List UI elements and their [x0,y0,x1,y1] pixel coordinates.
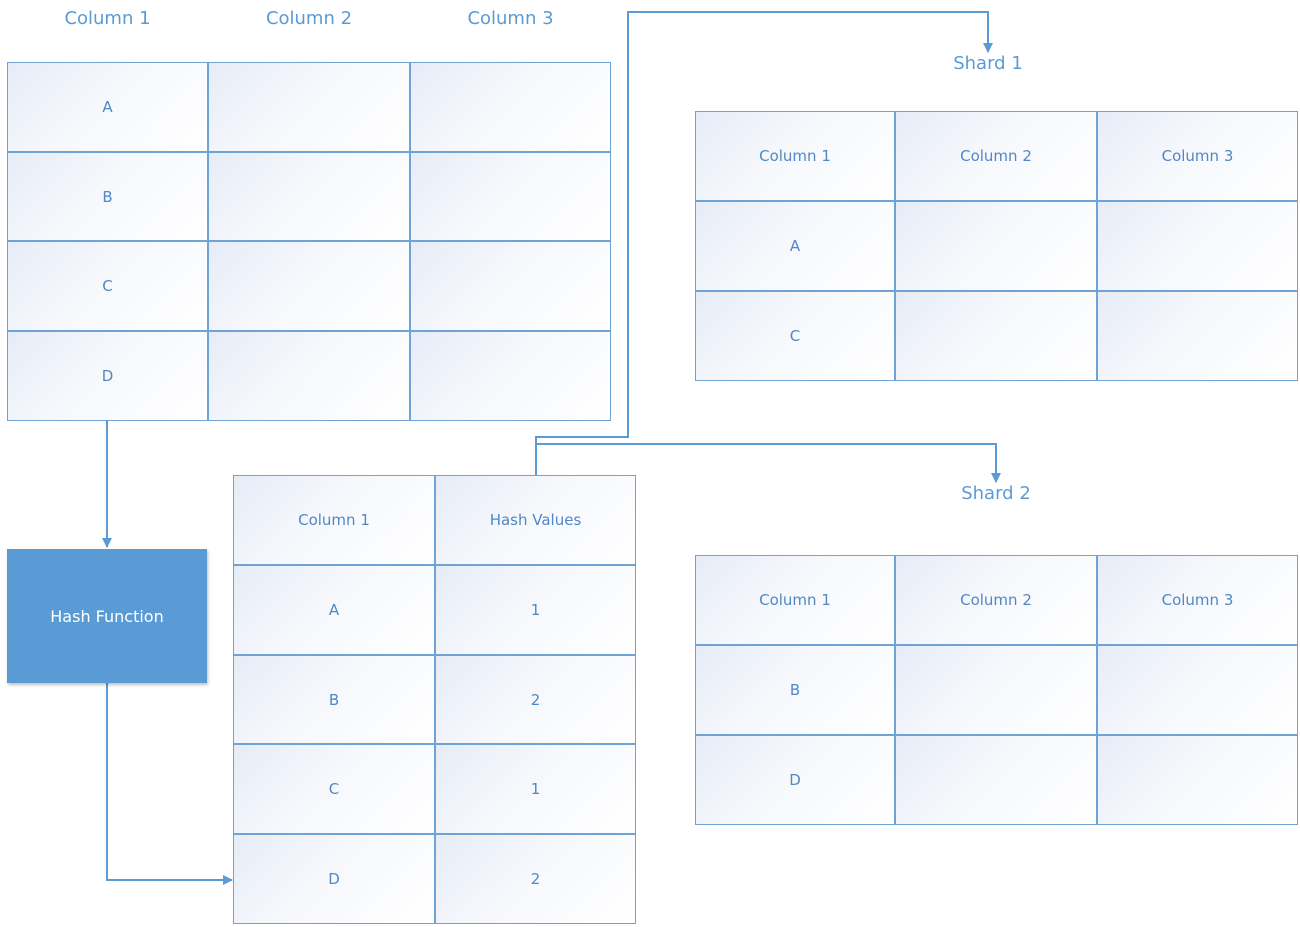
hash-table-value-a: 1 [435,565,636,655]
hash-table-value-d: 2 [435,834,636,924]
shard-2-header-column-1: Column 1 [695,555,895,645]
source-cell-c-col3 [410,241,611,331]
source-cell-b-col2 [208,152,410,241]
hash-table-cell-d: D [233,834,435,924]
shard-2-header-column-3: Column 3 [1097,555,1298,645]
shard-2-cell-d-col3 [1097,735,1298,825]
hash-function-box: Hash Function [7,549,207,683]
source-cell-d-col2 [208,331,410,421]
hash-table-value-b: 2 [435,655,636,744]
source-cell-b-col3 [410,152,611,241]
hash-table-cell-b: B [233,655,435,744]
shard-2-title: Shard 2 [961,483,1031,504]
shard-1-cell-a-col1: A [695,201,895,291]
source-cell-a-col1: A [7,62,208,152]
connector-hash-values-to-shard2 [535,443,1001,483]
connector-hash-to-hashtable [106,683,233,885]
shard-1-header-column-3: Column 3 [1097,111,1298,201]
shard-1-cell-a-col3 [1097,201,1298,291]
shard-2-cell-b-col3 [1097,645,1298,735]
shard-1-title: Shard 1 [953,53,1023,74]
hash-table-value-c: 1 [435,744,636,834]
shard-2-cell-d-col1: D [695,735,895,825]
hash-table-header-column-1: Column 1 [233,475,435,565]
source-header-column-1: Column 1 [64,8,151,29]
shard-2-cell-b-col1: B [695,645,895,735]
source-header-column-2: Column 2 [265,8,353,29]
source-cell-a-col2 [208,62,410,152]
shard-1-cell-c-col1: C [695,291,895,381]
shard-1-cell-a-col2 [895,201,1097,291]
source-cell-b-col1: B [7,152,208,241]
source-header-column-3: Column 3 [467,8,554,29]
source-cell-a-col3 [410,62,611,152]
shard-2-header-column-2: Column 2 [895,555,1097,645]
shard-1-cell-c-col3 [1097,291,1298,381]
shard-2-cell-b-col2 [895,645,1097,735]
source-cell-c-col1: C [7,241,208,331]
source-cell-d-col3 [410,331,611,421]
hash-table-cell-a: A [233,565,435,655]
shard-1-header-column-2: Column 2 [895,111,1097,201]
hash-table-header-hash-values: Hash Values [435,475,636,565]
shard-2-cell-d-col2 [895,735,1097,825]
hash-table-cell-c: C [233,744,435,834]
source-cell-d-col1: D [7,331,208,421]
source-cell-c-col2 [208,241,410,331]
shard-1-cell-c-col2 [895,291,1097,381]
shard-1-header-column-1: Column 1 [695,111,895,201]
